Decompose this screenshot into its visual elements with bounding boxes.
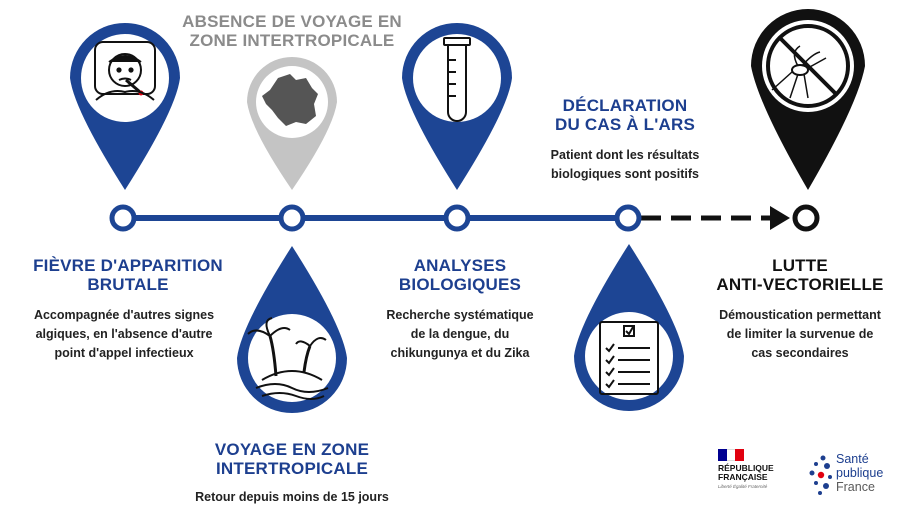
sick-person-thermometer-icon (94, 41, 156, 101)
desc-line: point d'appel infectieux (54, 346, 194, 360)
republique-line: FRANÇAISE (718, 472, 768, 482)
france-map-icon (262, 74, 318, 126)
desc-line: algiques, en l'absence d'autre (35, 327, 213, 341)
sante-line: France (836, 480, 875, 494)
title-fievre: FIÈVRE D'APPARITION BRUTALE (8, 256, 248, 294)
republique-name: RÉPUBLIQUE FRANÇAISE (718, 464, 810, 482)
timeline-node (443, 204, 471, 232)
title-line: BRUTALE (87, 275, 169, 294)
desc-line: Démoustication permettant (719, 308, 881, 322)
title-line: INTERTROPICALE (215, 459, 369, 478)
sante-line: publique (836, 466, 884, 480)
timeline-node (614, 204, 642, 232)
sante-line: Santé (836, 452, 869, 466)
desc-line: de la dengue, du (410, 327, 510, 341)
sante-publique-dots-icon (809, 455, 832, 495)
sante-publique-name: Santé publique France (836, 452, 883, 494)
desc-line: Retour depuis moins de 15 jours (195, 490, 389, 504)
desc-line: Recherche systématique (386, 308, 534, 322)
no-mosquito-icon (766, 24, 850, 108)
desc-line: Patient dont les résultats (550, 148, 700, 162)
timeline-end-node (792, 204, 820, 232)
desc-line: Accompagnée d'autres signes (33, 308, 215, 322)
desc-line: chikungunya et du Zika (390, 346, 530, 360)
desc-voyage: Retour depuis moins de 15 jours (170, 488, 414, 507)
tropical-island-icon (247, 317, 329, 400)
title-line: FIÈVRE D'APPARITION (33, 256, 223, 275)
pin-absence-voyage (247, 57, 337, 190)
republique-francaise-logo: RÉPUBLIQUE FRANÇAISE Liberté Égalité Fra… (718, 449, 810, 489)
title-line: LUTTE (772, 256, 828, 275)
timeline-node (278, 204, 306, 232)
title-line: BIOLOGIQUES (398, 275, 522, 294)
desc-line: biologiques sont positifs (551, 167, 699, 181)
title-analyses: ANALYSES BIOLOGIQUES (360, 256, 560, 294)
title-line: VOYAGE EN ZONE (214, 440, 370, 459)
title-line: DÉCLARATION (562, 96, 688, 115)
title-line: ANTI-VECTORIELLE (716, 275, 884, 294)
title-lutte: LUTTE ANTI-VECTORIELLE (700, 256, 900, 294)
desc-lutte: Démoustication permettant de limiter la … (700, 306, 900, 363)
timeline-node (109, 204, 137, 232)
desc-analyses: Recherche systématique de la dengue, du … (360, 306, 560, 363)
pin-analyses (402, 23, 512, 190)
desc-declaration: Patient dont les résultats biologiques s… (520, 146, 730, 184)
checklist-icon (599, 321, 659, 395)
pin-declaration (574, 244, 684, 411)
test-tube-icon (443, 37, 471, 122)
desc-line: de limiter la survenue de (726, 327, 874, 341)
title-line: DU CAS À L'ARS (554, 115, 695, 134)
title-line: ABSENCE DE VOYAGE EN (182, 12, 402, 31)
title-absence-voyage: ABSENCE DE VOYAGE EN ZONE INTERTROPICALE (180, 12, 404, 50)
arrowhead-icon (770, 206, 790, 230)
title-line: ANALYSES (413, 256, 507, 275)
french-flag-icon (718, 449, 745, 461)
desc-fievre: Accompagnée d'autres signes algiques, en… (4, 306, 244, 363)
republique-motto: Liberté Égalité Fraternité (718, 484, 768, 489)
pin-voyage (237, 246, 347, 413)
republique-line: RÉPUBLIQUE (718, 463, 774, 473)
title-line: ZONE INTERTROPICALE (189, 31, 395, 50)
title-voyage: VOYAGE EN ZONE INTERTROPICALE (180, 440, 404, 478)
sante-publique-france-logo: Santé publique France (808, 452, 904, 504)
pin-lutte (751, 9, 865, 190)
pin-fievre (70, 23, 180, 190)
title-declaration: DÉCLARATION DU CAS À L'ARS (520, 96, 730, 134)
desc-line: cas secondaires (751, 346, 849, 360)
